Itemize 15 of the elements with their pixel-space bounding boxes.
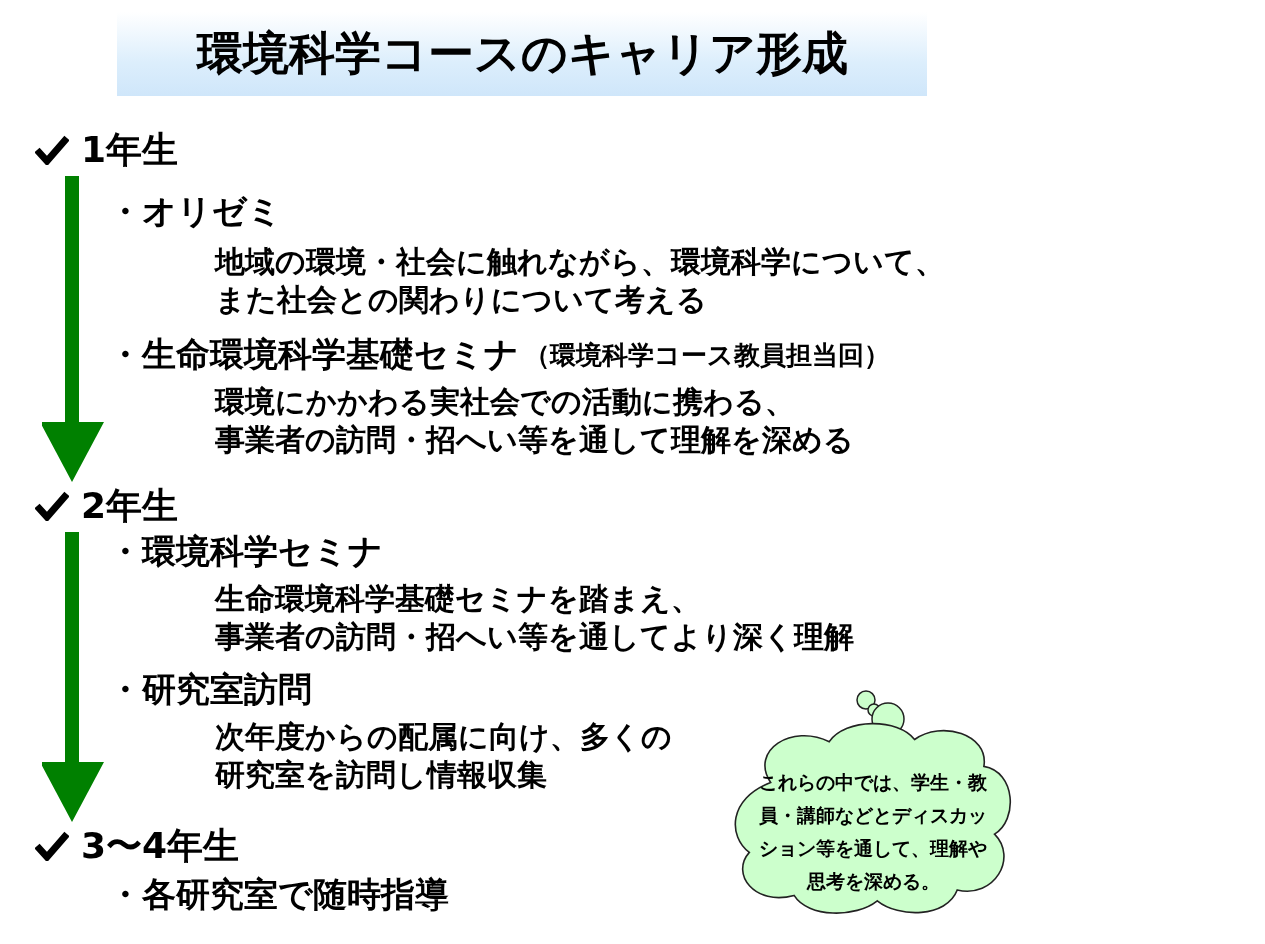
item-text: （環境科学コース教員担当回） xyxy=(524,339,890,372)
arrow xyxy=(40,532,104,822)
description-text: 地域の環境・社会に触れながら、環境科学について、また社会との関わりについて考える xyxy=(215,243,945,319)
arrow xyxy=(40,176,104,482)
year-heading: 3〜4年生 xyxy=(81,824,240,868)
item-text: ・オリゼミ xyxy=(108,190,282,232)
description-text: 次年度からの配属に向け、多くの研究室を訪問し情報収集 xyxy=(215,718,672,794)
year-heading: 2年生 xyxy=(81,484,179,528)
item-text: ・各研究室で随時指導 xyxy=(108,873,449,915)
item-text: ・環境科学セミナ xyxy=(108,530,383,572)
description-text: 生命環境科学基礎セミナを踏まえ、事業者の訪問・招へい等を通してより深く理解 xyxy=(215,580,854,656)
description-text: 環境にかかわる実社会での活動に携わる、事業者の訪問・招へい等を通して理解を深める xyxy=(215,383,854,459)
year-heading: 1年生 xyxy=(81,128,179,172)
item-text: ・生命環境科学基礎セミナ xyxy=(108,333,519,375)
item-text: ・研究室訪問 xyxy=(108,668,312,710)
